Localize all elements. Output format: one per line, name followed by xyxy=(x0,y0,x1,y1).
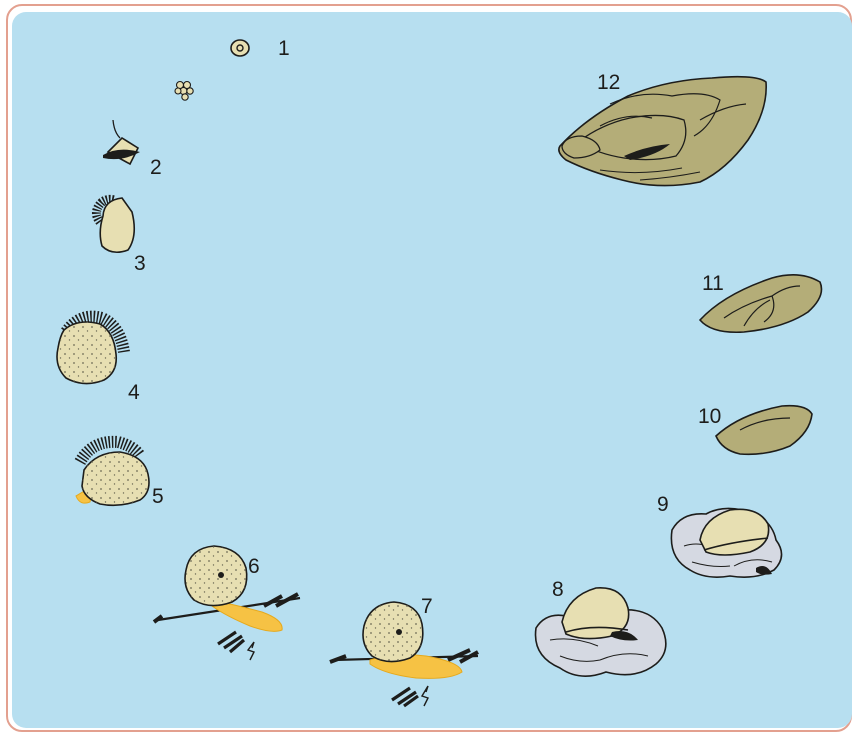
stage-label-1: 1 xyxy=(278,37,290,60)
stage-8-spat xyxy=(536,588,666,676)
stage-label-6: 6 xyxy=(248,555,260,578)
stage-label-4: 4 xyxy=(128,381,140,404)
stage-label-9: 9 xyxy=(657,493,669,516)
stage-1-cell-cluster xyxy=(175,82,193,101)
stage-label-3: 3 xyxy=(134,252,146,275)
stage-12-adult-oyster xyxy=(559,77,766,186)
stage-label-7: 7 xyxy=(421,595,433,618)
stage-label-12: 12 xyxy=(597,71,620,94)
stage-label-10: 10 xyxy=(698,405,721,428)
stage-label-8: 8 xyxy=(552,578,564,601)
stage-3-veliger xyxy=(96,198,134,252)
stage-label-11: 11 xyxy=(702,272,724,295)
stage-5-pediveliger xyxy=(76,442,149,506)
stage-6-settling xyxy=(154,546,300,660)
stage-4-veliger xyxy=(57,317,124,384)
stage-label-2: 2 xyxy=(150,156,162,179)
stage-7-settled xyxy=(330,602,478,706)
stage-10-young-oyster xyxy=(716,406,812,455)
stage-label-5: 5 xyxy=(152,485,164,508)
stage-2-trochophore xyxy=(103,120,140,164)
stage-1-egg xyxy=(231,40,249,56)
stage-9-juvenile xyxy=(671,508,781,577)
